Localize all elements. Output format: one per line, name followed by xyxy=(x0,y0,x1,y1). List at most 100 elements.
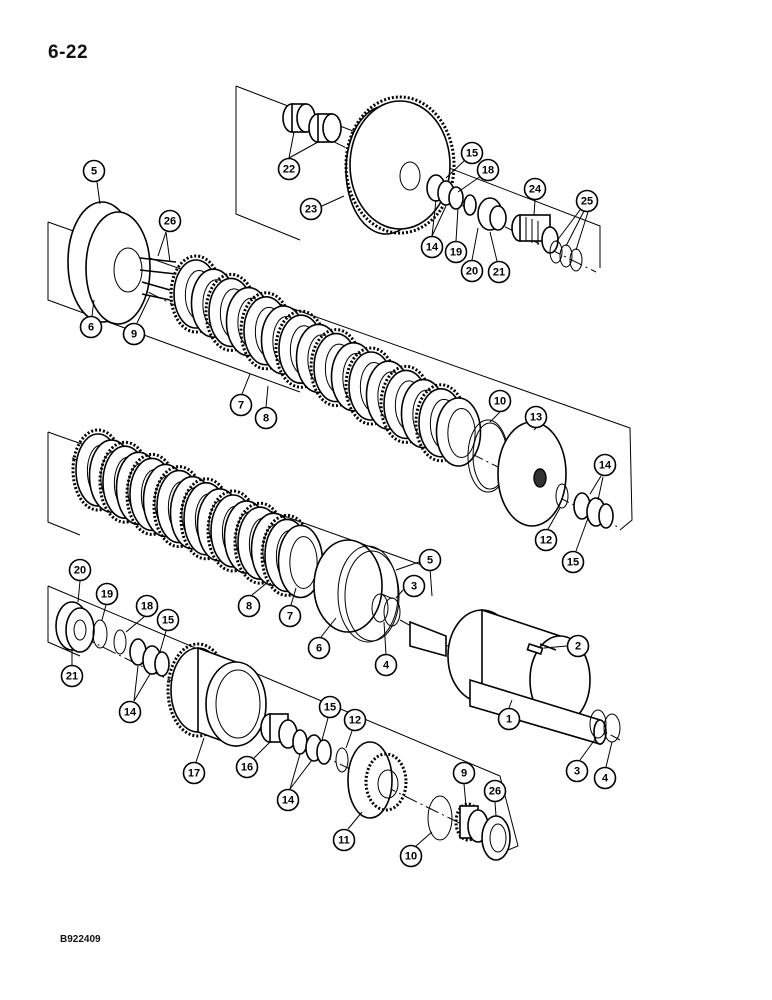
callout-20: 20 xyxy=(68,558,92,582)
callout-4: 4 xyxy=(374,653,398,677)
leader-line-5 xyxy=(96,181,101,205)
parts-12-14-15-upper xyxy=(555,483,614,529)
leader-line-14 xyxy=(289,759,313,790)
leader-line-8 xyxy=(265,385,269,408)
leader-line-20 xyxy=(77,580,81,603)
leader-line-1 xyxy=(508,699,513,709)
leader-line-15 xyxy=(321,717,329,741)
callout-7: 7 xyxy=(278,604,302,628)
callout-label: 16 xyxy=(241,762,253,774)
callout-label: 21 xyxy=(493,267,505,279)
figure-code: B922409 xyxy=(60,934,101,945)
callout-11: 11 xyxy=(332,828,356,852)
callout-2: 2 xyxy=(566,634,590,658)
leader-line-4 xyxy=(605,741,613,768)
callout-label: 4 xyxy=(383,660,390,672)
callout-21: 21 xyxy=(487,260,511,284)
callout-26: 26 xyxy=(483,779,507,803)
leader-line-19 xyxy=(455,207,459,242)
leader-line-2 xyxy=(543,645,568,649)
callout-label: 11 xyxy=(338,835,350,847)
leader-line-4 xyxy=(383,621,387,655)
callout-label: 3 xyxy=(411,581,417,593)
callout-18: 18 xyxy=(476,158,500,182)
callout-19: 19 xyxy=(95,582,119,606)
leader-line-18 xyxy=(457,175,482,193)
clutch-discs-lower xyxy=(71,428,324,599)
shaft-1 xyxy=(399,608,621,746)
leader-lines xyxy=(71,131,613,847)
callout-5: 5 xyxy=(82,159,106,183)
leader-line-17 xyxy=(195,737,205,763)
leader-line-19 xyxy=(101,604,107,621)
leader-line-15 xyxy=(159,630,167,653)
callout-15: 15 xyxy=(318,695,342,719)
callout-14: 14 xyxy=(276,788,300,812)
callout-3: 3 xyxy=(402,574,426,598)
callout-label: 24 xyxy=(529,184,542,196)
callout-label: 17 xyxy=(188,768,200,780)
leader-line-6 xyxy=(91,299,95,317)
leader-line-8 xyxy=(251,581,269,596)
leader-line-21 xyxy=(489,231,498,262)
clutch-discs-upper xyxy=(169,254,482,467)
leader-line-12 xyxy=(345,730,353,749)
hub-11 xyxy=(347,741,408,819)
callout-label: 15 xyxy=(162,615,174,627)
leader-line-26 xyxy=(165,231,171,263)
leader-line-10 xyxy=(415,831,433,847)
leader-line-6 xyxy=(320,617,337,638)
leader-line-14 xyxy=(289,753,301,790)
callout-7: 7 xyxy=(229,393,253,417)
callout-label: 6 xyxy=(316,643,322,655)
leader-line-25 xyxy=(575,211,589,251)
callout-label: 23 xyxy=(305,204,317,216)
callout-label: 25 xyxy=(581,196,593,208)
callout-19: 19 xyxy=(444,240,468,264)
callout-label: 7 xyxy=(287,611,293,623)
callout-label: 5 xyxy=(427,555,433,567)
callout-label: 8 xyxy=(246,601,252,613)
callout-15: 15 xyxy=(156,608,180,632)
seal-26 xyxy=(481,815,511,861)
leader-line-26 xyxy=(157,231,167,257)
leader-line-14 xyxy=(431,199,437,237)
gear-drum-17 xyxy=(166,642,267,748)
leader-line-25 xyxy=(555,209,581,243)
callout-17: 17 xyxy=(182,761,206,785)
callout-label: 14 xyxy=(282,795,295,807)
dowel-pin-2 xyxy=(526,642,544,656)
needle-bearing-16 xyxy=(260,713,298,749)
leader-line-5 xyxy=(395,561,420,571)
top-panel xyxy=(235,85,601,273)
leader-line-26 xyxy=(494,801,497,817)
leader-line-14 xyxy=(133,665,139,702)
callout-8: 8 xyxy=(237,594,261,618)
callout-label: 19 xyxy=(450,247,462,259)
plate-5-6-lower xyxy=(313,539,400,643)
leader-line-3 xyxy=(579,737,597,761)
callout-10: 10 xyxy=(399,844,423,868)
leader-line-16 xyxy=(253,741,271,759)
rings-19-18 xyxy=(92,619,127,655)
callout-label: 10 xyxy=(494,396,506,408)
callout-14: 14 xyxy=(593,453,617,477)
page-number: 6-22 xyxy=(48,42,89,63)
callout-label: 21 xyxy=(66,671,78,683)
lower-panel xyxy=(47,428,433,643)
leader-line-15 xyxy=(445,159,466,179)
leader-line-25 xyxy=(565,210,585,247)
callout-14: 14 xyxy=(420,235,444,259)
callout-6: 6 xyxy=(307,636,331,660)
callout-15: 15 xyxy=(460,141,484,165)
callout-4: 4 xyxy=(593,766,617,790)
callout-label: 18 xyxy=(482,165,494,177)
leader-line-24 xyxy=(533,199,536,216)
callout-label: 15 xyxy=(324,702,336,714)
leader-line-7 xyxy=(241,373,251,395)
callout-label: 14 xyxy=(599,460,612,472)
callout-label: 20 xyxy=(74,565,86,577)
callout-label: 12 xyxy=(540,535,552,547)
leader-line-14 xyxy=(431,205,447,237)
